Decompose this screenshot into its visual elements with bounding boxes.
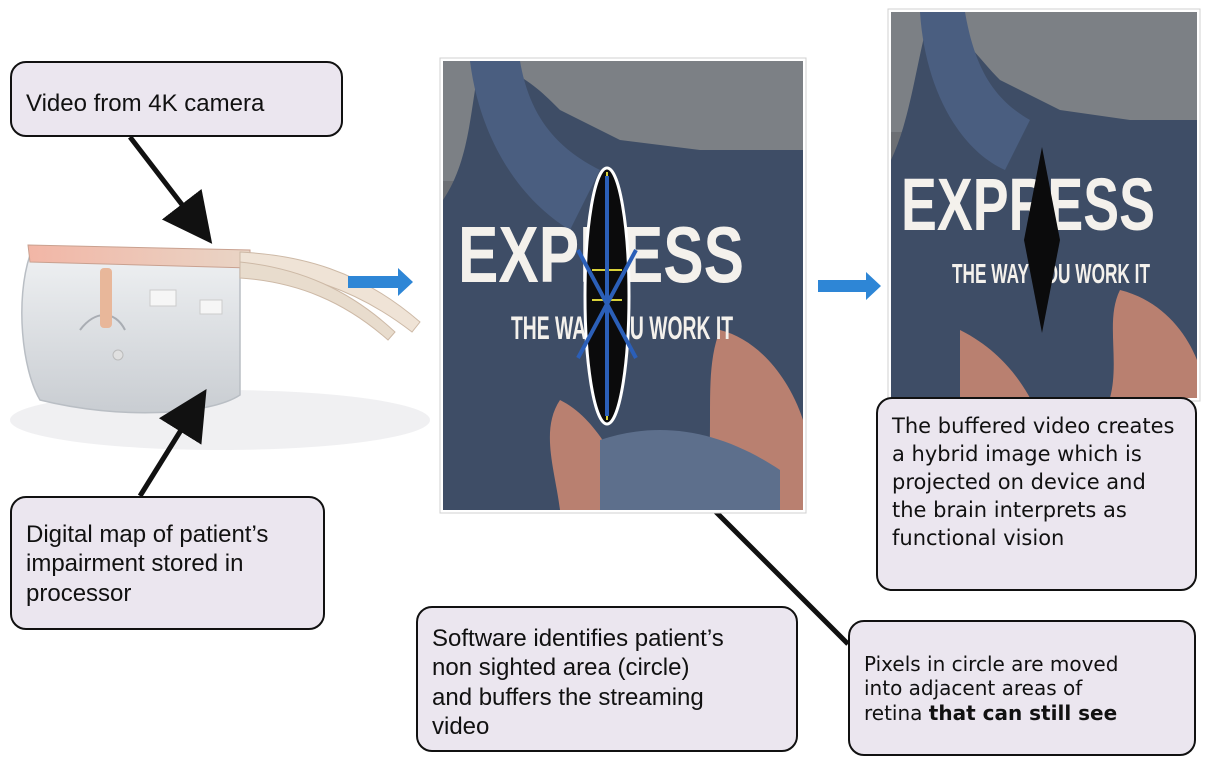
callout-line: Pixels in circle are moved [864, 652, 1119, 676]
callout-pixel-shift: Pixels in circle are moved into adjacent… [848, 620, 1196, 756]
callout-bold-phrase: that can still see [928, 700, 1118, 725]
callout-hybrid-image: The buffered video creates a hybrid imag… [876, 397, 1197, 591]
callout-software: Software identifies patient’s non sighte… [416, 606, 798, 752]
camera-pointer-arrow [128, 135, 213, 244]
callout-line: video [432, 712, 490, 740]
flow-arrow-1 [348, 268, 413, 296]
callout-line: processor [26, 579, 132, 607]
hybrid-gap-shape [1024, 147, 1060, 333]
callout-line: impairment stored in [26, 550, 244, 578]
callout-line: retina that can still see [864, 701, 1180, 725]
callout-line: projected on device and [892, 469, 1146, 494]
glasses-device [10, 244, 430, 450]
callout-line-start: retina [864, 700, 929, 725]
callout-line: Digital map of patient’s [26, 521, 269, 548]
callout-line: functional vision [892, 525, 1065, 550]
callout-line: into adjacent areas of [864, 676, 1083, 701]
callout-line: The buffered video creates [892, 414, 1175, 438]
callout-line: Video from 4K camera [26, 90, 265, 117]
callout-line: and buffers the streaming [432, 683, 704, 711]
callout-digital-map: Digital map of patient’s impairment stor… [10, 496, 325, 630]
callout-line: the brain interprets as [892, 497, 1127, 522]
callout-line: non sighted area (circle) [432, 654, 690, 682]
non-sighted-area-circle [576, 166, 638, 426]
callout-line: a hybrid image which is [892, 441, 1142, 466]
processor-pointer-arrow [137, 389, 207, 498]
hybrid-image-photo: EXPRESS THE WAY YOU WORK IT [887, 8, 1201, 402]
callout-camera-video: Video from 4K camera [10, 61, 343, 137]
flow-arrow-2 [818, 272, 881, 300]
callout-line: Software identifies patient’s [432, 625, 724, 652]
camera-frame-photo: EXPRESS THE WAY YOU WORK IT [439, 57, 807, 514]
